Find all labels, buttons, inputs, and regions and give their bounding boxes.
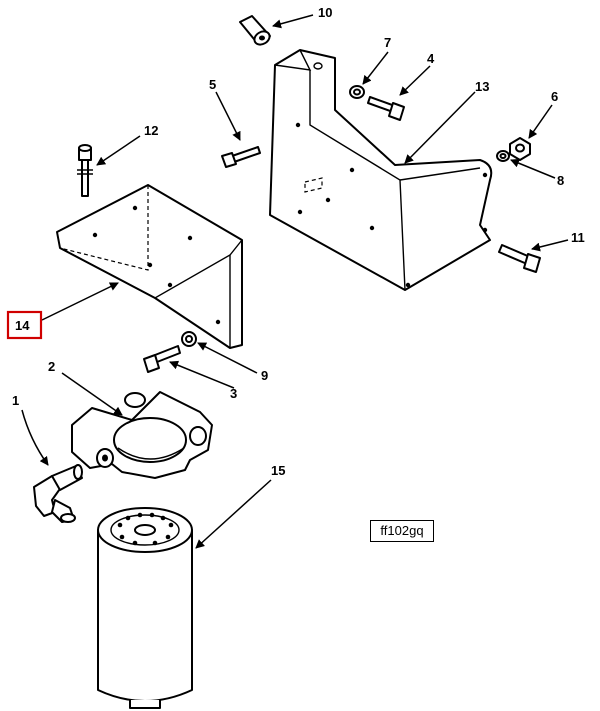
bolt-12: [77, 144, 93, 197]
leader-6: [528, 104, 553, 139]
callout-7: 7: [384, 35, 391, 50]
washer-9: [181, 331, 197, 347]
spin-on-filter: [97, 507, 193, 709]
leader-lines: [21, 14, 569, 549]
leader-7: [362, 51, 389, 85]
callout-4: 4: [427, 51, 435, 66]
callout-14-highlight: 14: [6, 310, 43, 340]
leader-13: [404, 91, 476, 164]
callout-1: 1: [12, 393, 19, 408]
angle-bracket: [56, 184, 243, 349]
nut-6: [509, 137, 531, 161]
figure-id-label: ff102gq: [370, 520, 434, 542]
callout-8: 8: [557, 173, 564, 188]
callout-6: 6: [551, 89, 558, 104]
callout-5: 5: [209, 77, 216, 92]
callout-9: 9: [261, 368, 268, 383]
bolt-4: [367, 96, 405, 121]
callout-14: 14: [15, 318, 30, 333]
bolt-3: [143, 345, 181, 373]
leader-2: [61, 372, 123, 416]
leader-3: [169, 360, 235, 389]
leader-9: [197, 342, 258, 374]
elbow-fitting: [33, 464, 83, 523]
callout-15: 15: [271, 463, 285, 478]
callout-numbers: 10 7 4 13 5 6 8 12 11 9 3 2 1 15: [12, 5, 585, 478]
leader-4: [399, 65, 431, 96]
callout-13: 13: [475, 79, 489, 94]
bolt-5: [221, 146, 261, 168]
leader-15: [195, 479, 272, 549]
filter-head: [71, 391, 213, 479]
leader-5: [215, 91, 241, 141]
spacer-sleeve: [239, 15, 271, 46]
washer-8: [496, 150, 510, 162]
callout-11: 11: [571, 230, 585, 245]
callout-3: 3: [230, 386, 237, 401]
highlight-box: [6, 310, 43, 340]
callout-2: 2: [48, 359, 55, 374]
mounting-bracket-large: [269, 49, 493, 291]
lock-washer-7: [349, 85, 365, 99]
callout-10: 10: [318, 5, 332, 20]
leader-11: [531, 239, 569, 252]
bolt-11: [498, 244, 541, 273]
leader-8: [510, 158, 556, 179]
callout-12: 12: [144, 123, 158, 138]
leader-1: [21, 409, 49, 466]
leader-14: [41, 282, 119, 321]
leader-12: [96, 135, 141, 166]
leader-10: [272, 14, 314, 29]
